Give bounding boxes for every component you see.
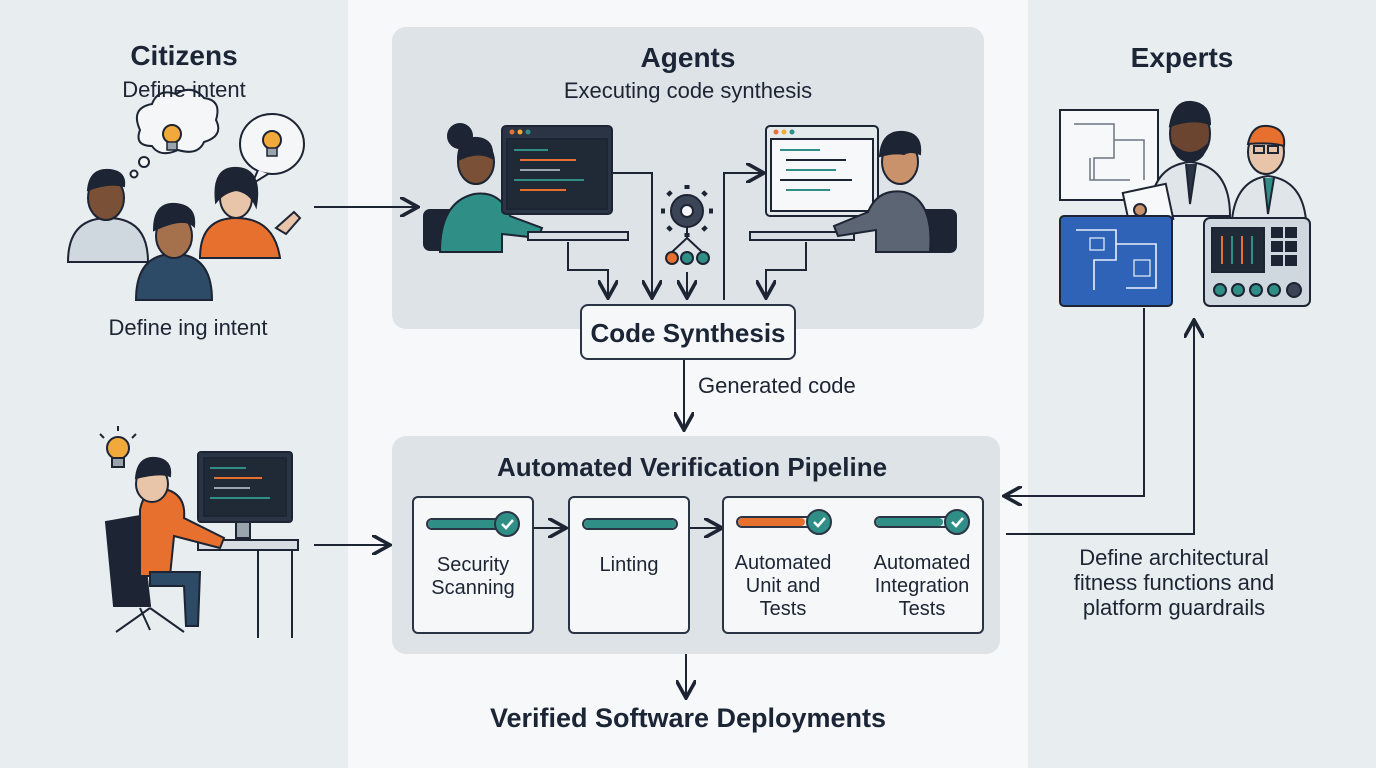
pipeline-stage-security-scanning: Security Scanning	[412, 496, 534, 634]
person-icon	[832, 130, 957, 253]
check-circle-icon	[944, 509, 970, 535]
pipeline-stage-unit-tests: Automated Unit and Tests	[724, 498, 842, 632]
experts-title: Experts	[1130, 42, 1234, 73]
person-icon	[423, 123, 544, 253]
experts-caption-line-2: fitness functions and	[1073, 570, 1275, 595]
experts-illustration	[1059, 100, 1311, 307]
control-panel-icon	[1203, 217, 1311, 307]
stage-label-line: Tests	[898, 598, 946, 620]
generated-code-label: Generated code	[698, 373, 856, 398]
desk-icon	[197, 539, 299, 638]
person-icon	[134, 202, 214, 301]
agent-left-to-synthesis-arrow	[567, 242, 608, 296]
blueprint-icon	[1059, 215, 1173, 307]
person-icon	[66, 168, 150, 263]
stage-label-line: Integration	[874, 575, 970, 597]
experts-to-pipeline-arrow-bottom	[1006, 322, 1194, 535]
agents-illustration	[423, 123, 957, 265]
stage-label-line: Tests	[759, 598, 807, 620]
person-icon	[1148, 100, 1232, 217]
stage-progress-fill	[428, 520, 502, 528]
check-circle-icon	[494, 511, 520, 537]
experts-to-pipeline-arrow-top	[1006, 308, 1145, 496]
stage-label-line: Automated	[734, 552, 832, 574]
monitor-icon	[749, 125, 879, 241]
stage-progress-fill	[738, 518, 806, 526]
pipeline-title: Automated Verification Pipeline	[496, 452, 888, 482]
deployments-label: Verified Software Deployments	[489, 703, 887, 733]
citizens-caption: Define ing intent	[108, 315, 268, 340]
agents-subtitle: Executing code synthesis	[563, 78, 813, 103]
stage-label-line: Security	[436, 554, 510, 576]
stage-label-line: Automated	[873, 552, 971, 574]
blueprint-icon	[1059, 109, 1159, 201]
stage-progress-fill	[876, 518, 944, 526]
stage-label-line: Linting	[599, 554, 659, 576]
gear-icon	[661, 185, 713, 265]
stage-progress-bar	[582, 518, 678, 530]
code-synthesis-node: Code Synthesis	[580, 304, 796, 360]
synthesis-to-agent-right-arrow	[723, 173, 762, 300]
experts-caption-line-3: platform guardrails	[1082, 595, 1266, 620]
experts-caption-line-1: Define architectural	[1079, 545, 1269, 570]
person-icon	[1230, 124, 1308, 221]
lightbulb-icon	[162, 124, 182, 151]
stage-progress-bar	[736, 516, 824, 528]
lightbulb-icon	[262, 130, 282, 157]
pipeline-stage-integration-tests: Automated Integration Tests	[862, 498, 982, 632]
agent-right-to-synthesis-arrow	[766, 242, 807, 296]
lightbulb-icon	[99, 426, 137, 468]
person-icon	[198, 166, 302, 259]
code-synthesis-label: Code Synthesis	[590, 318, 786, 348]
stage-label-line: Unit and	[745, 575, 821, 597]
thought-bubble-icon	[129, 88, 220, 179]
monitor-icon	[501, 125, 629, 241]
person-icon	[104, 456, 226, 633]
stage-label-line: Scanning	[431, 577, 515, 599]
agents-title: Agents	[640, 42, 736, 73]
citizens-illustration	[66, 88, 305, 638]
agent-left-monitor-to-synthesis-arrow	[612, 172, 652, 296]
monitor-icon	[197, 451, 293, 539]
pipeline-stage-linting: Linting	[568, 496, 690, 634]
citizens-title: Citizens	[130, 40, 238, 71]
stage-progress-fill	[584, 520, 676, 528]
citizens-subtitle: Define intent	[122, 77, 246, 102]
check-circle-icon	[806, 509, 832, 535]
